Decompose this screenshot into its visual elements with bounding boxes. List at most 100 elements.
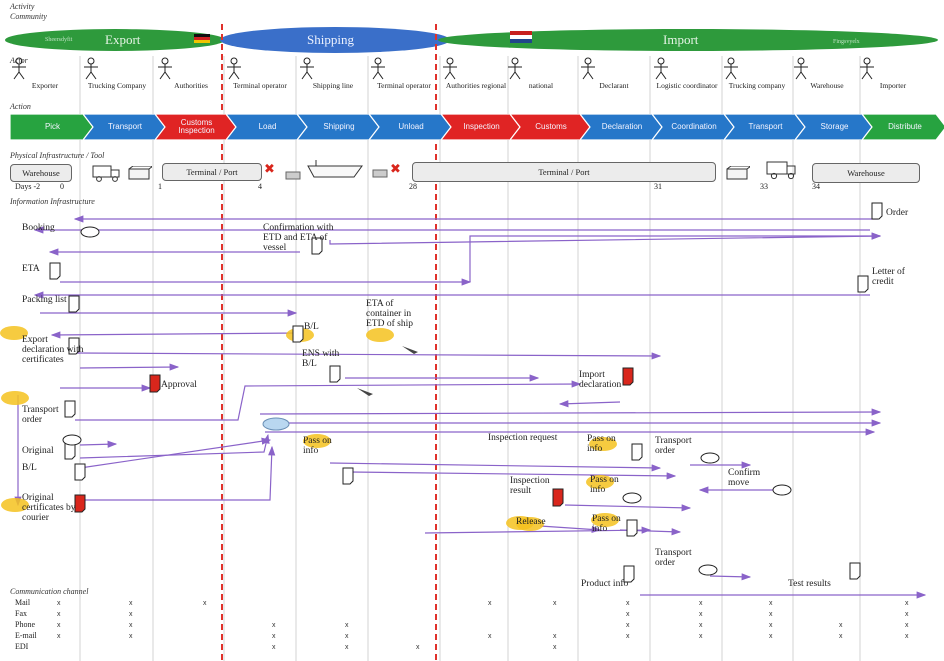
stick-figure-icon [227,57,241,80]
community-import-sublabel: Fingsvyelx [833,39,860,45]
action-step-11: Storage [795,114,872,140]
channel-mark: x [272,633,276,640]
actor-label: national [528,81,554,90]
actor-label: Terminal operator [377,81,431,90]
channel-mark: x [839,622,843,629]
channel-mark: x [553,600,557,607]
channel-label: Phone [15,620,35,629]
channel-mark: x [905,600,909,607]
action-step-label: Declaration [601,122,643,131]
label-eta: ETA [22,264,40,274]
channel-mark: x [488,633,492,640]
action-step-2: Customs Inspection [155,114,236,140]
highlight-burst [591,513,619,527]
label-product-info: Product info [581,579,629,589]
flow-arrow [349,471,677,480]
documents [0,202,883,583]
mouse-icon [80,226,100,238]
document-icon [871,202,883,220]
actor-label: Trucking Company [87,81,147,90]
actor-6: Authorities regional [441,57,511,105]
chevron-shape [652,114,734,140]
action-step-label: Load [258,122,277,131]
label-packing-list: Packing list [22,295,67,305]
document-icon [342,467,354,485]
label-pass-on-info-2: Pass on info [587,434,616,454]
action-step-label: Inspection [463,122,500,131]
document-icon [623,565,635,583]
channel-mark: x [626,633,630,640]
channel-mark: x [345,622,349,629]
label-confirmation: Confirmation with ETD and ETA of vessel [263,223,334,253]
channel-mark: x [272,622,276,629]
day-mark: 31 [654,182,662,191]
day-mark: 34 [812,182,820,191]
channel-mark: x [345,633,349,640]
stick-figure-icon [508,57,522,80]
actor-10: Trucking company [722,57,792,105]
section-label-physical: Physical Infrastructure / Tool [10,151,105,160]
stick-figure-icon [300,57,314,80]
actor-2: Authorities [156,57,226,105]
label-export-declaration: Export declaration with certificates [22,335,84,365]
highlight-burst [1,498,29,512]
community-export-sublabel: Sheersdyfit [45,37,73,43]
day-mark: 0 [60,182,64,191]
actor-8: Declarant [579,57,649,105]
stick-figure-icon [371,57,385,80]
actor-3: Terminal operator [225,57,295,105]
stick-figure-icon [794,57,808,80]
pen-icon [357,388,373,396]
flow-arrow [709,573,752,581]
label-ens: ENS with B/L [302,349,340,369]
label-eta-container: ETA of container in ETD of ship [366,299,413,329]
channel-mark: x [626,600,630,607]
german-flag-icon [194,34,210,43]
flow-arrow [329,232,882,245]
label-original-certificates: Original certificates by courier [22,493,76,523]
cloud-icon [262,417,290,431]
flow-arrow [539,525,602,534]
section-label-actor: Actor [10,56,28,65]
channel-label: EDI [15,642,29,651]
actor-label: Authorities [174,81,208,90]
channel-mark: x [129,600,133,607]
actor-label: Declarant [599,81,629,90]
actor-label: Trucking company [728,81,786,90]
warehouse-right-box: Warehouse [812,163,920,183]
actor-9: Logistic coordinator [652,57,722,105]
label-release: Release [516,517,546,527]
channel-mark: x [272,644,276,651]
community-import-label: Import [663,32,699,47]
document-icon [64,400,76,418]
action-step-label: Distribute [888,122,922,131]
channel-mark: x [416,644,420,651]
label-inspection-result: Inspection result [510,476,550,496]
chevron-shape [441,114,520,140]
label-transport-order-mid: Transport order [655,436,692,456]
channel-mark: x [203,600,207,607]
document-icon [329,365,341,383]
highlight-burst [586,475,614,489]
column-gridlines [79,56,861,661]
label-letter-of-credit: Letter of credit [872,267,905,287]
channel-mark: x [699,622,703,629]
action-step-5: Unload [369,114,451,140]
action-step-label: Transport [108,122,142,131]
actor-label: Exporter [31,81,59,90]
highlight-burst [0,326,28,340]
actor-label: Shipping line [312,81,354,90]
flow-arrow [424,526,652,534]
chevron-shape [795,114,872,140]
channel-mark: x [699,600,703,607]
information-flows [14,215,927,599]
channel-mark: x [57,633,61,640]
mouse-icon [700,452,720,464]
label-pass-on-info-3: Pass on info [590,475,619,495]
label-original-bl: B/L [22,463,37,473]
label-transport-order-low: Transport order [655,548,692,568]
channel-mark: x [839,633,843,640]
section-label-action: Action [10,102,31,111]
channel-mark: x [57,622,61,629]
